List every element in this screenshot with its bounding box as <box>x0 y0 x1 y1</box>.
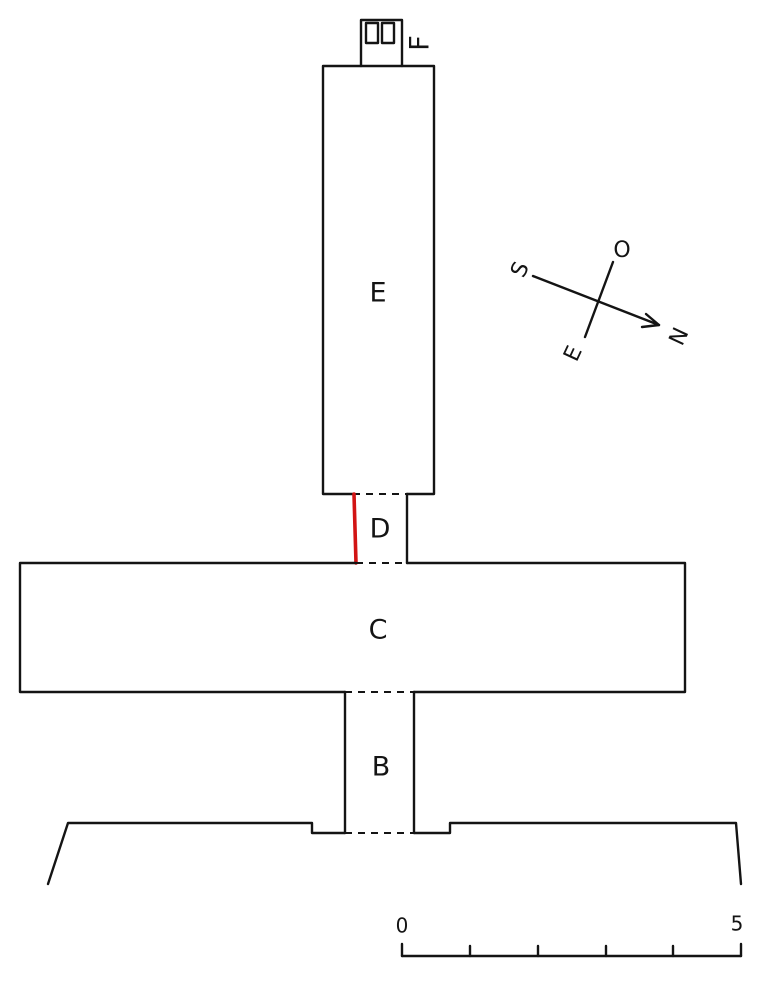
room-f: F <box>359 18 436 68</box>
forecourt <box>46 821 743 886</box>
compass-north-label: N <box>665 324 695 349</box>
room-f-outline <box>359 18 404 68</box>
room-c-outline-top-right <box>405 561 687 694</box>
room-d-highlighted-wall <box>352 492 358 565</box>
room-e-label: E <box>369 278 386 309</box>
room-c-outline-top-left <box>18 561 358 694</box>
compass-south-label: S <box>506 258 535 281</box>
room-c: C <box>18 561 687 694</box>
forecourt-right-wall <box>412 821 743 886</box>
compass-north-arrowhead <box>640 312 661 329</box>
scale-bar: 0 5 <box>396 912 744 958</box>
forecourt-left-wall <box>46 821 347 886</box>
compass-o-e-axis <box>583 260 615 339</box>
room-e-outline <box>321 64 436 496</box>
room-f-left-cell <box>364 21 380 45</box>
room-f-label: F <box>405 35 436 51</box>
compass-east-label: E <box>559 342 588 365</box>
compass-s-n-axis <box>531 274 661 327</box>
scale-end-label: 5 <box>731 912 744 936</box>
room-d-label: D <box>370 514 391 545</box>
room-b: B <box>343 690 416 835</box>
room-f-right-cell <box>380 21 396 45</box>
compass: S O E N <box>506 238 694 365</box>
scale-start-label: 0 <box>396 914 409 938</box>
compass-west-label: O <box>613 238 630 263</box>
room-c-label: C <box>369 615 388 646</box>
room-b-label: B <box>372 752 391 783</box>
room-d: D <box>352 492 409 565</box>
room-e: E <box>321 64 436 496</box>
